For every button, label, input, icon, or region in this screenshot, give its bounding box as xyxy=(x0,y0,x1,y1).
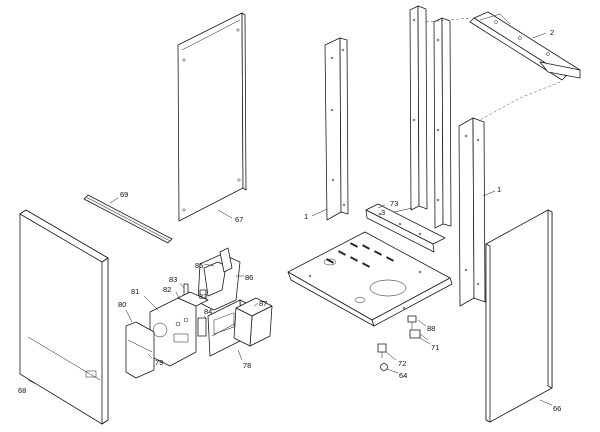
callout-72: 72 xyxy=(398,359,406,368)
callout-85: 85 xyxy=(195,261,203,270)
callout-69: 69 xyxy=(120,190,128,199)
callout-labels: 1 1 2 3 64 66 67 68 69 71 72 73 78 79 80… xyxy=(18,28,561,413)
callout-80: 80 xyxy=(118,300,126,309)
callout-66: 66 xyxy=(553,404,561,413)
upright-3 xyxy=(409,5,452,229)
fitting-72 xyxy=(377,343,387,358)
bracket-87 xyxy=(233,297,273,347)
callout-82-left: 82 xyxy=(163,285,171,294)
base-chassis xyxy=(287,231,453,327)
strip-69 xyxy=(83,194,173,244)
callout-67: 67 xyxy=(235,215,243,224)
callout-1-right: 1 xyxy=(497,185,501,194)
upright-1-right xyxy=(458,117,486,307)
fitting-71 xyxy=(409,329,429,341)
callout-84: 84 xyxy=(204,307,212,316)
rear-strip-73 xyxy=(365,203,446,253)
callout-68: 68 xyxy=(18,386,26,395)
callout-81: 81 xyxy=(131,287,139,296)
callout-86: 86 xyxy=(245,273,253,282)
callout-3: 3 xyxy=(381,208,385,217)
callout-71: 71 xyxy=(431,343,439,352)
upright-1-left xyxy=(324,37,349,221)
callout-73: 73 xyxy=(390,199,398,208)
callout-82-right: 82 xyxy=(199,292,207,301)
bracket-2 xyxy=(469,11,581,81)
callout-78: 78 xyxy=(243,361,251,370)
housing-86 xyxy=(197,247,241,311)
front-panel-68 xyxy=(19,209,109,425)
callout-64: 64 xyxy=(399,371,407,380)
callout-83: 83 xyxy=(169,275,177,284)
callout-79: 79 xyxy=(155,358,163,367)
callout-87: 87 xyxy=(259,299,267,308)
fitting-88 xyxy=(407,315,417,330)
side-panel-66 xyxy=(485,209,553,423)
callout-2: 2 xyxy=(550,28,554,37)
fitting-64 xyxy=(380,363,388,371)
callout-88: 88 xyxy=(427,324,435,333)
callout-1-left: 1 xyxy=(304,212,308,221)
dashboard-81 xyxy=(149,291,209,367)
part-84 xyxy=(197,317,207,337)
side-panel-67 xyxy=(177,12,247,222)
cover-80 xyxy=(125,321,155,379)
